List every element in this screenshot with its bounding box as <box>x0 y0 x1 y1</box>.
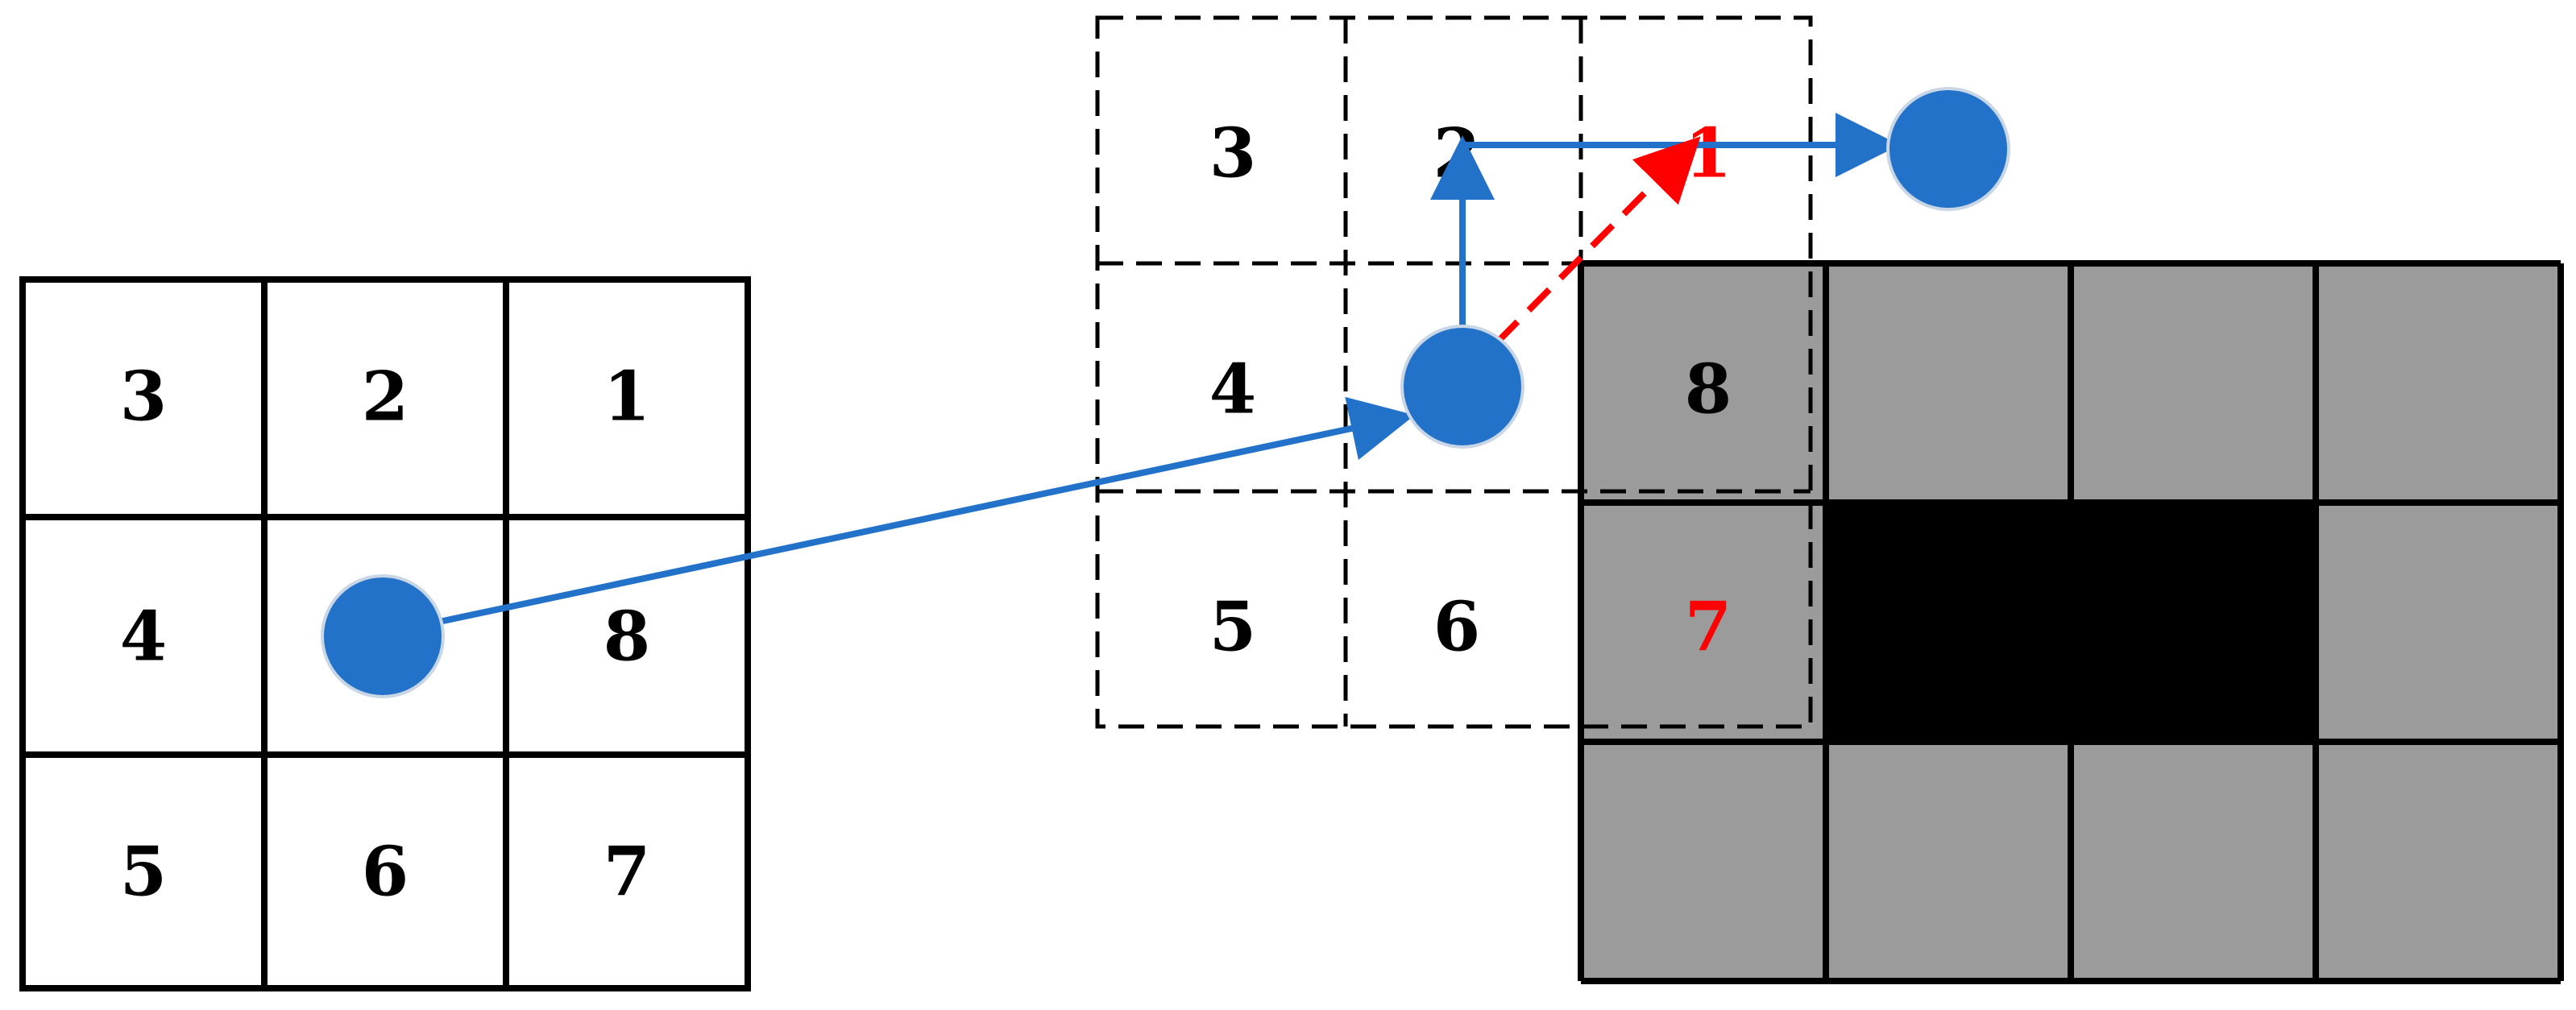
left-cell-label-5: 5 <box>120 832 167 912</box>
obstacle-map <box>1578 260 2564 984</box>
left-grid-labels: 3 2 1 4 8 5 6 7 <box>120 357 650 912</box>
obstacle-cell-gray <box>2316 742 2561 981</box>
obstacle-cell-gray <box>1581 263 1826 503</box>
left-cell-label-6: 6 <box>362 832 409 912</box>
left-cell-label-2: 2 <box>362 357 409 437</box>
obstacle-cell-gray <box>1581 503 1826 742</box>
left-cell-label-4: 4 <box>120 597 167 677</box>
blocked-diagonal-arrow-red <box>1495 136 1701 345</box>
start-node-circle <box>321 574 445 698</box>
goal-node-circle <box>1886 87 2010 211</box>
middle-cell-label-5: 5 <box>1209 587 1256 667</box>
middle-cell-label-4: 4 <box>1209 350 1256 429</box>
middle-cell-label-7: 7 <box>1685 587 1732 667</box>
middle-neighborhood-grid-dashed <box>1095 15 1813 729</box>
obstacle-cell-black <box>2071 503 2316 742</box>
left-neighborhood-grid <box>19 276 751 991</box>
obstacle-cell-gray <box>1826 742 2071 981</box>
obstacle-cell-gray <box>2071 742 2316 981</box>
obstacle-cell-gray <box>2316 263 2561 503</box>
path-arrow-left-to-middle <box>438 396 1415 625</box>
left-cell-label-7: 7 <box>604 832 650 912</box>
obstacle-cell-gray <box>1826 263 2071 503</box>
path-arrows <box>438 113 1900 625</box>
left-cell-label-8: 8 <box>604 597 650 677</box>
obstacle-cell-gray <box>2316 503 2561 742</box>
left-cell-label-3: 3 <box>120 357 167 437</box>
obstacle-cell-gray <box>2071 263 2316 503</box>
left-cell-label-1: 1 <box>604 357 650 437</box>
middle-cell-label-8: 8 <box>1685 350 1732 429</box>
current-node-circle <box>1400 325 1524 449</box>
middle-cell-label-1: 1 <box>1685 114 1732 193</box>
middle-cell-label-2: 2 <box>1433 114 1480 193</box>
obstacle-cell-gray <box>1581 742 1826 981</box>
agent-nodes <box>321 87 2010 698</box>
middle-cell-label-6: 6 <box>1433 587 1480 667</box>
middle-cell-label-3: 3 <box>1209 114 1256 193</box>
obstacle-cell-black <box>1826 503 2071 742</box>
